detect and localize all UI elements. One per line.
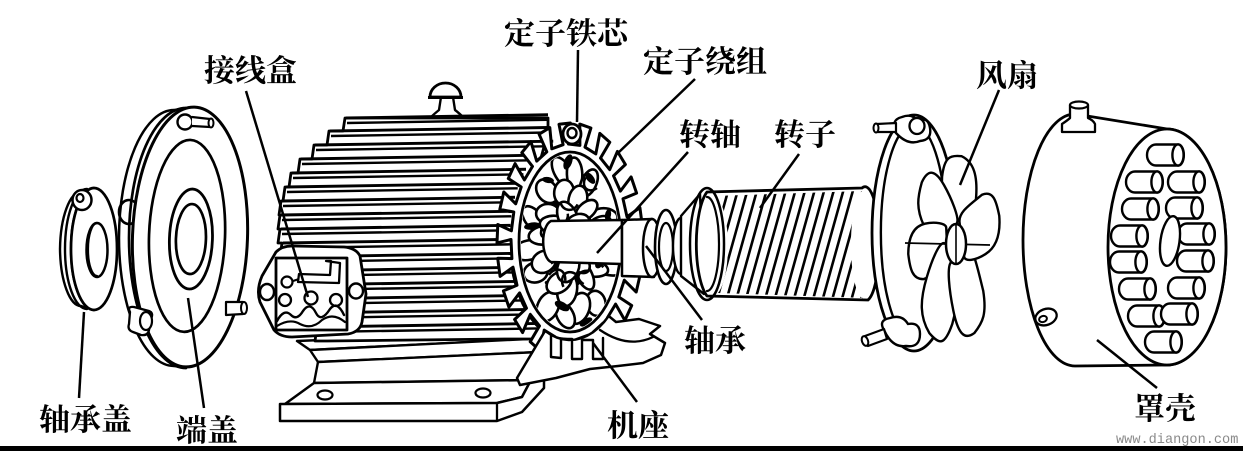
svg-text:www.diangon.com: www.diangon.com xyxy=(1116,433,1238,448)
